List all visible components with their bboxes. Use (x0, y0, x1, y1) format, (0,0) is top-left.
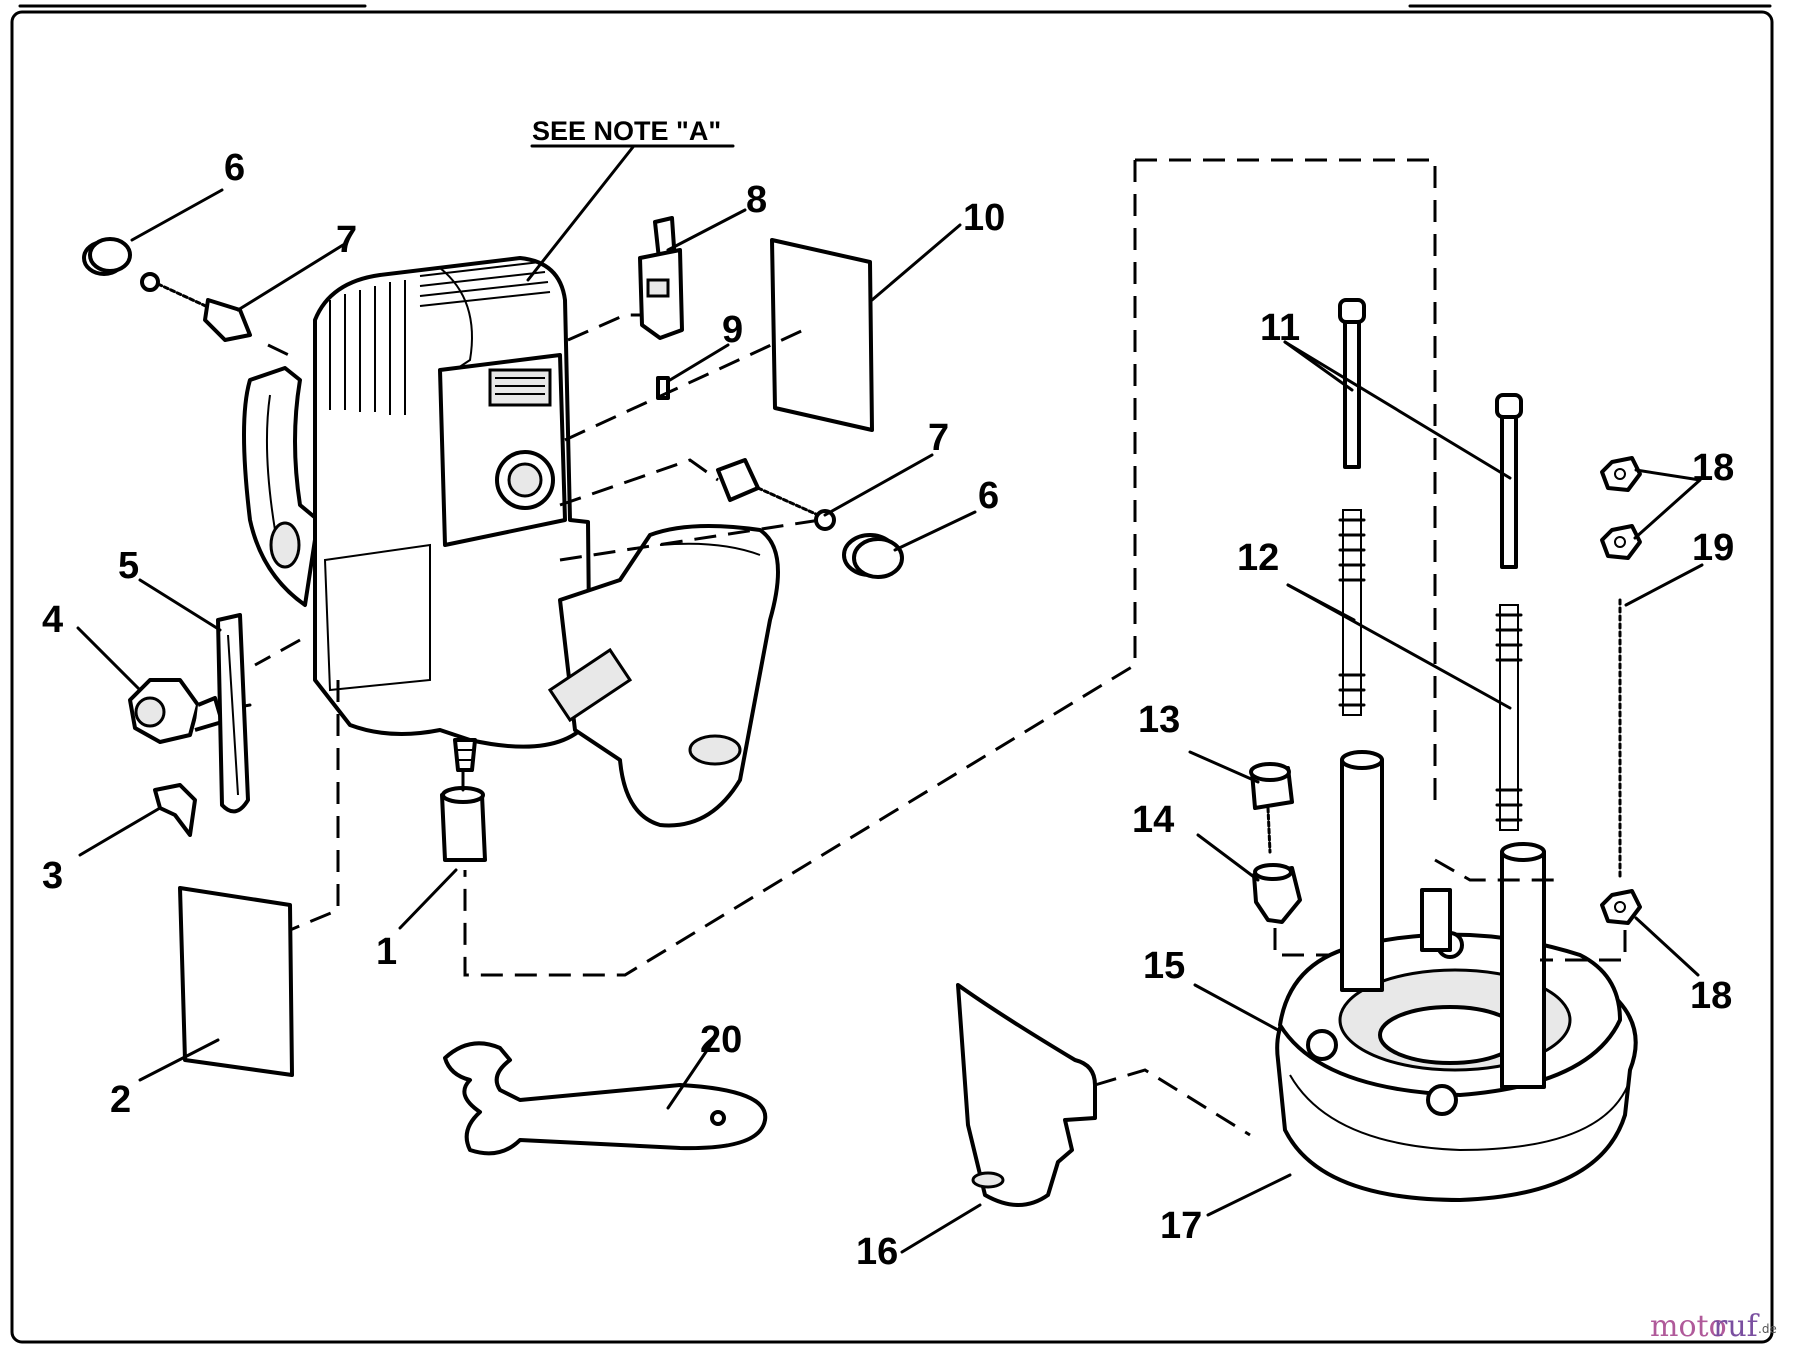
rear-handle (242, 366, 320, 607)
part-18-nut-middle (1600, 524, 1642, 560)
callout-18-top: 18 (1692, 447, 1734, 489)
callout-5: 5 (118, 545, 139, 587)
callout-18-bottom: 18 (1690, 975, 1732, 1017)
cooling-fins (329, 261, 551, 415)
callout-9: 9 (722, 309, 743, 351)
part-8-switch (638, 216, 684, 340)
callout-1: 1 (376, 931, 397, 973)
see-note-label: SEE NOTE "A" (532, 116, 721, 146)
callout-4: 4 (42, 599, 63, 641)
part-11-rods (1338, 298, 1523, 569)
rear-handle-hole (269, 521, 301, 569)
collet-stub (453, 738, 477, 772)
part-14-insert (1252, 863, 1302, 924)
part-13-knob-screw (1249, 762, 1294, 854)
rear-handle-grip-line (265, 394, 276, 531)
shaft-port-inner (507, 462, 543, 498)
part-7-brush-left (140, 272, 252, 342)
callout-13: 13 (1138, 699, 1180, 741)
callout-15: 15 (1143, 945, 1185, 987)
boss-front (1426, 1084, 1458, 1116)
part-16-chip-shield (956, 983, 1097, 1207)
callout-8: 8 (746, 179, 767, 221)
handle-switch (688, 734, 742, 766)
callout-16: 16 (856, 1231, 898, 1273)
router-motor-housing (242, 256, 780, 828)
part-3-clip (153, 783, 197, 837)
label-panel (323, 543, 431, 692)
callout-7-left: 7 (336, 219, 357, 261)
callout-11: 11 (1260, 307, 1300, 349)
watermark-ruf: ruf (1713, 1309, 1760, 1344)
callout-6-left: 6 (224, 147, 245, 189)
part-6-cap-left (82, 237, 132, 276)
callout-14: 14 (1132, 799, 1174, 841)
assembly-dashed-lines (254, 158, 1627, 1137)
leader-lines (76, 145, 1704, 1254)
part-7-brush-right (716, 458, 836, 531)
boss-left (1306, 1029, 1338, 1061)
callout-10: 10 (963, 197, 1005, 239)
callout-17: 17 (1160, 1205, 1202, 1247)
part-20-wrench (443, 1041, 768, 1156)
callout-3: 3 (42, 855, 63, 897)
part-10-panel (770, 238, 874, 432)
center-stud (1420, 888, 1452, 952)
post-right (1500, 850, 1546, 1089)
callout-19: 19 (1692, 527, 1734, 569)
vent-grille (488, 368, 552, 407)
callout-7-right: 7 (928, 417, 949, 459)
part-18-nut-bottom (1600, 889, 1642, 925)
callout-20: 20 (700, 1019, 742, 1061)
diagram-frame (10, 10, 1774, 1344)
part-6-cap-right (842, 533, 904, 579)
callout-labels: SEE NOTE "A" 6 7 8 9 10 7 6 5 4 3 1 2 20… (42, 116, 1734, 1273)
plunge-base (1275, 750, 1638, 1202)
part-5-depth-scale (216, 613, 250, 814)
watermark-moto: moto (1650, 1309, 1727, 1344)
callout-12: 12 (1237, 537, 1279, 579)
part-1-collet-nut (440, 770, 487, 862)
watermark-suffix: .de (1758, 1322, 1777, 1336)
callout-2: 2 (110, 1079, 131, 1121)
callout-6-right: 6 (978, 475, 999, 517)
post-left (1340, 758, 1384, 992)
handle-trigger-slot (547, 647, 633, 723)
watermark: moto ruf .de (1650, 1309, 1777, 1344)
part-18-nut-top (1600, 456, 1642, 492)
part-2-label (178, 886, 294, 1077)
